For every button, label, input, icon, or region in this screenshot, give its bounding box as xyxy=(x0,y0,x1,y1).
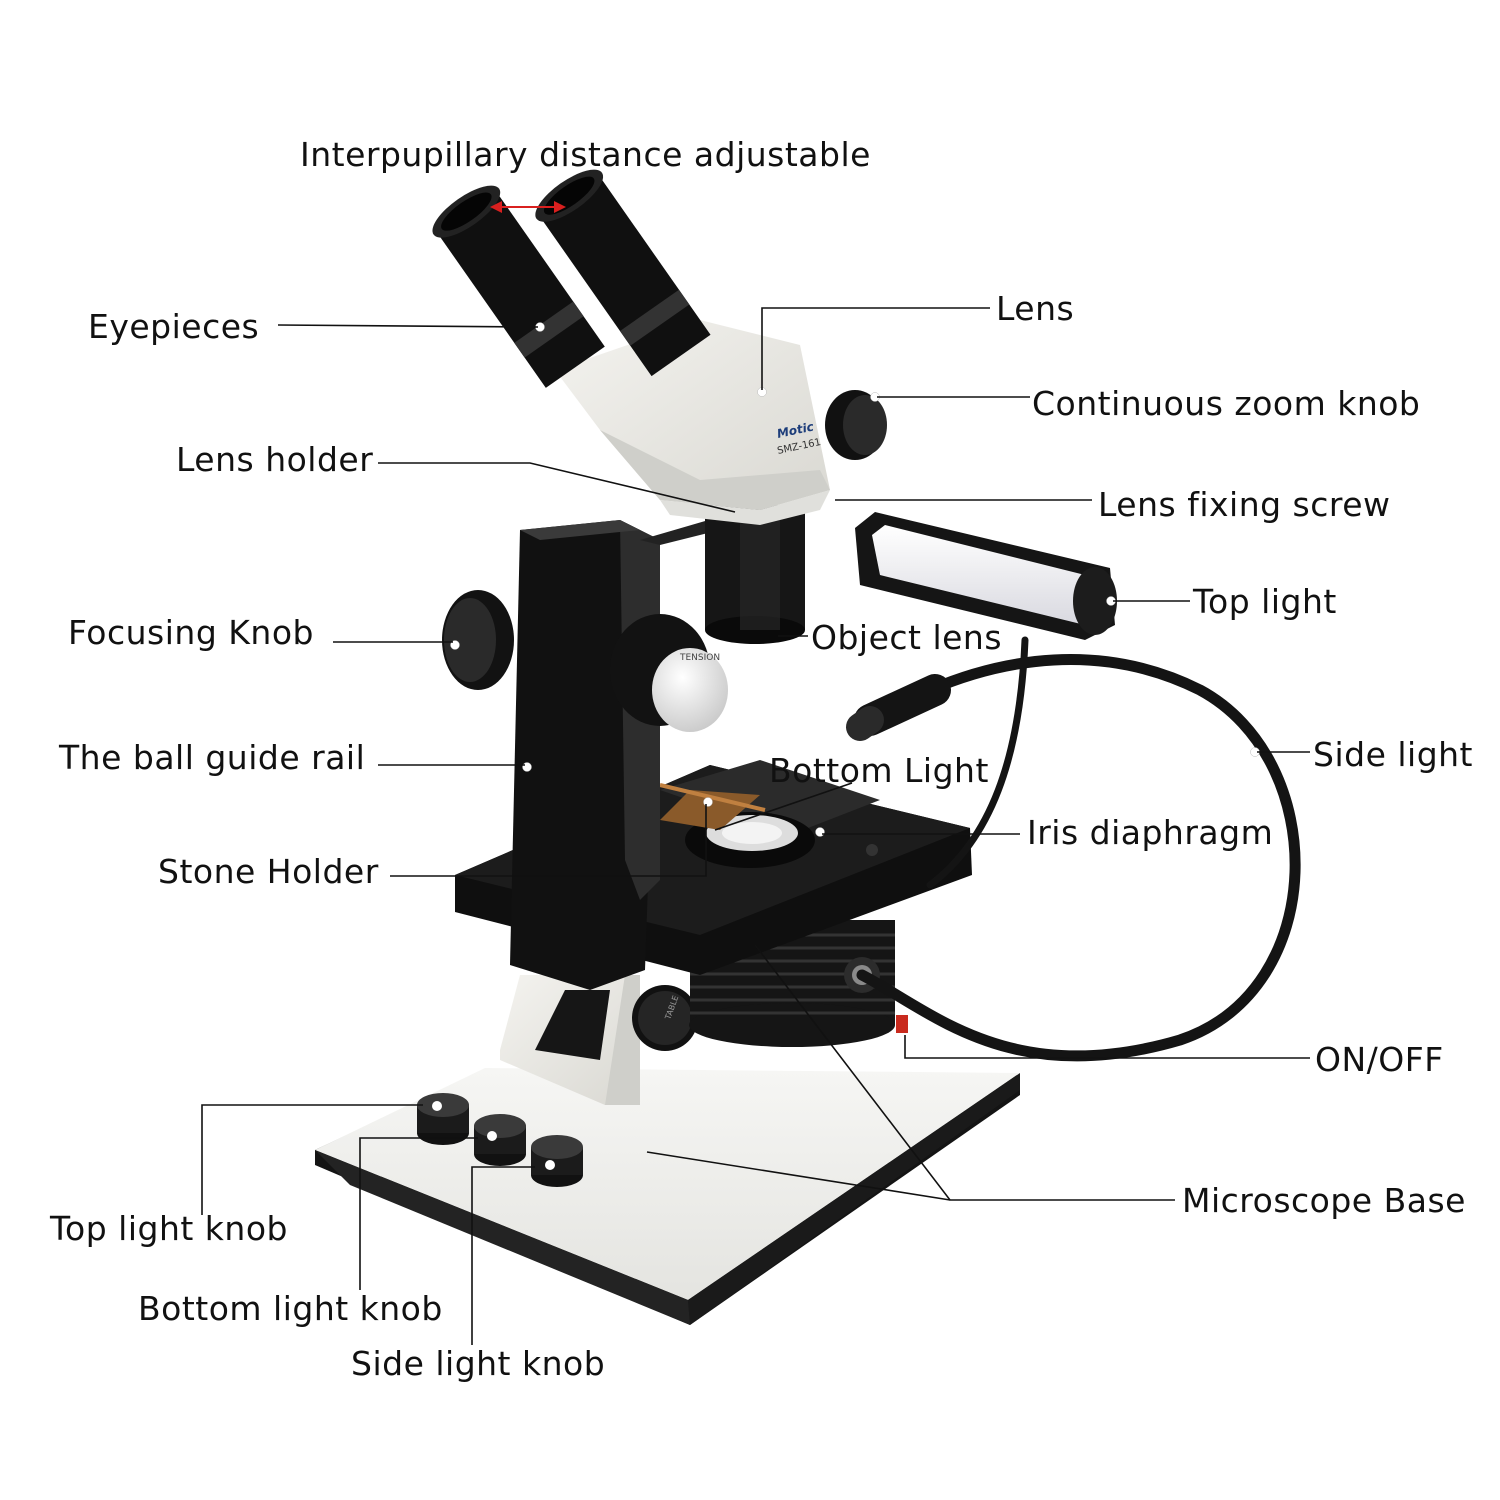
label-focusing-knob: Focusing Knob xyxy=(68,613,314,652)
leader-on-off xyxy=(904,1035,1310,1059)
label-interpupillary-distance: Interpupillary distance adjustable xyxy=(300,135,871,174)
label-lens-holder: Lens holder xyxy=(176,440,374,479)
label-bottom-light-knob: Bottom light knob xyxy=(138,1289,443,1328)
leader-bottom-light xyxy=(714,782,853,831)
label-bottom-light: Bottom Light xyxy=(769,751,989,790)
label-lens-fixing-screw: Lens fixing screw xyxy=(1098,485,1391,524)
leader-base-housing xyxy=(754,944,1175,1201)
eyepiece-tubes xyxy=(432,169,711,388)
leader-stone-holder xyxy=(390,804,707,877)
objective-lens xyxy=(705,505,805,644)
leader-lens xyxy=(761,307,990,390)
side-light-gooseneck xyxy=(846,636,1301,1062)
label-object-lens: Object lens xyxy=(811,618,1003,657)
leader-bottom-light-knob xyxy=(359,1137,478,1290)
top-light-lamp xyxy=(855,512,1117,640)
leader-base-plate xyxy=(646,1151,951,1201)
label-top-light: Top light xyxy=(1193,582,1337,621)
leader-top-light-knob xyxy=(201,1104,423,1215)
label-ball-guide-rail: The ball guide rail xyxy=(59,738,366,777)
table-knob: TABLE xyxy=(632,985,698,1051)
leader-lens-holder xyxy=(378,462,736,513)
interpupillary-arrow xyxy=(490,201,566,213)
label-continuous-zoom-knob: Continuous zoom knob xyxy=(1032,384,1421,423)
label-microscope-base: Microscope Base xyxy=(1182,1181,1466,1220)
leader-eyepieces xyxy=(277,324,539,328)
white-pillar xyxy=(500,975,640,1105)
label-side-light-knob: Side light knob xyxy=(351,1344,606,1383)
on-off-switch xyxy=(896,1015,908,1033)
focusing-knobs: TENSION xyxy=(442,590,728,732)
tension-mark: TENSION xyxy=(679,653,720,663)
label-top-light-knob: Top light knob xyxy=(50,1209,288,1248)
leader-side-light-knob xyxy=(471,1166,535,1345)
zoom-knob xyxy=(825,390,887,460)
label-on-off: ON/OFF xyxy=(1315,1040,1444,1079)
light-knobs xyxy=(417,1093,583,1187)
label-lens: Lens xyxy=(996,289,1075,328)
label-eyepieces: Eyepieces xyxy=(88,307,260,346)
label-iris-diaphragm: Iris diaphragm xyxy=(1027,813,1274,852)
label-side-light: Side light xyxy=(1313,735,1473,774)
label-stone-holder: Stone Holder xyxy=(158,852,379,891)
